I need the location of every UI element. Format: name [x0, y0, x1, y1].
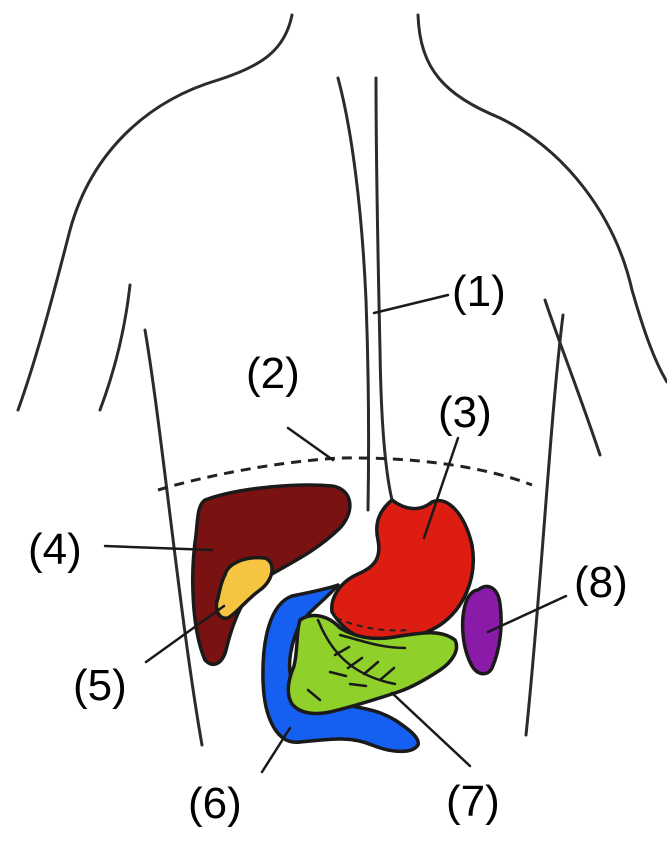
label-6: (6)	[188, 779, 242, 828]
label-4: (4)	[28, 525, 82, 574]
spleen	[463, 586, 502, 673]
torso-right-outline	[526, 315, 563, 735]
left-arm-line	[100, 285, 130, 410]
leader-6	[262, 728, 290, 772]
neck-right-outline	[418, 15, 667, 382]
leader-1	[374, 295, 448, 313]
esophagus-left-wall	[338, 78, 369, 510]
label-8: (8)	[574, 558, 628, 607]
torso-left-outline	[145, 330, 202, 745]
label-1: (1)	[452, 267, 506, 316]
label-2: (2)	[246, 349, 300, 398]
diaphragm-line	[158, 458, 532, 490]
label-3: (3)	[438, 388, 492, 437]
leader-2	[288, 428, 333, 460]
label-7: (7)	[446, 777, 500, 826]
right-arm-line	[545, 300, 600, 455]
stomach	[332, 500, 474, 640]
esophagus-right-wall	[376, 78, 392, 500]
label-5: (5)	[73, 661, 127, 710]
